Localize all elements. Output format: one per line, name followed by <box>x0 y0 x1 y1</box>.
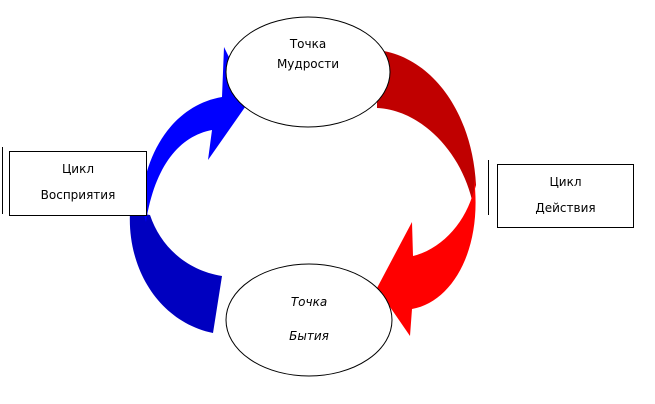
being-point-line2: Бытия <box>289 329 329 343</box>
being-point-label: Точка Бытия <box>249 285 369 353</box>
wisdom-point-ellipse <box>225 16 391 128</box>
action-divider <box>488 160 489 215</box>
wisdom-point-line1: Точка <box>289 37 327 51</box>
being-point-ellipse <box>225 263 393 377</box>
action-arrow-lower <box>377 178 476 336</box>
action-cycle-label: Цикл Действия <box>498 171 633 223</box>
action-cycle-box: Цикл Действия <box>497 164 634 228</box>
being-point-line1: Точка <box>290 295 328 309</box>
perception-cycle-label: Цикл Восприятия <box>10 158 146 210</box>
perception-divider <box>2 147 3 214</box>
wisdom-point-label: Точка Мудрости <box>248 34 368 74</box>
perception-line2: Восприятия <box>40 188 116 202</box>
action-arrow-upper <box>377 50 476 200</box>
action-line1: Цикл <box>549 175 582 189</box>
perception-arrow-lower <box>129 212 222 333</box>
perception-cycle-box: Цикл Восприятия <box>9 151 147 216</box>
wisdom-point-line2: Мудрости <box>276 57 340 71</box>
perception-line1: Цикл <box>61 162 95 176</box>
perception-arrow-upper <box>141 47 250 222</box>
action-line2: Действия <box>535 201 596 215</box>
